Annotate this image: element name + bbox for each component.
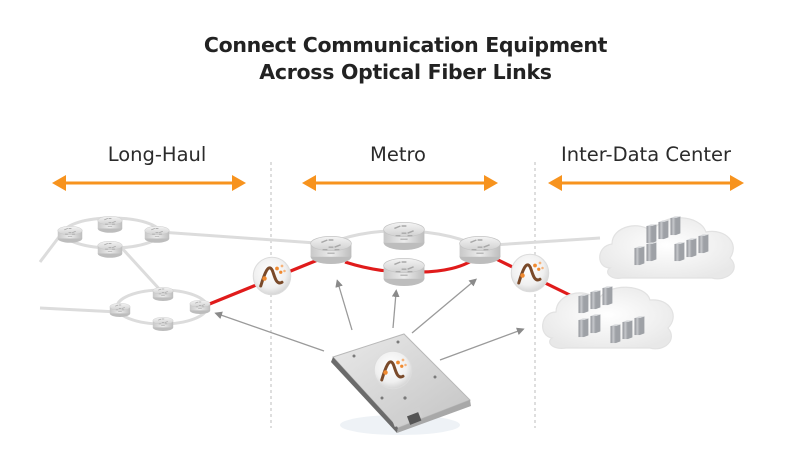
segment-label-inter-data-center: Inter-Data Center	[561, 143, 731, 166]
diagram-title: Connect Communication Equipment Across O…	[0, 32, 811, 86]
server-cloud-icon	[599, 216, 735, 280]
router-icon	[109, 302, 131, 318]
deployment-pointers	[214, 278, 525, 361]
title-line-2: Across Optical Fiber Links	[259, 60, 552, 84]
router-icon	[189, 299, 211, 315]
metro-range-arrow	[302, 175, 498, 191]
inter-data-center-range-arrow	[548, 175, 744, 191]
title-line-1: Connect Communication Equipment	[203, 33, 608, 57]
router-icon	[382, 221, 426, 251]
segment-label-long-haul: Long-Haul	[107, 143, 207, 166]
router-icon	[458, 235, 502, 265]
server-cloud-icon	[542, 286, 674, 350]
router-icon	[57, 225, 83, 244]
router-icon	[309, 235, 353, 265]
router-icon	[152, 316, 174, 332]
router-icon	[152, 286, 174, 302]
router-icon	[97, 215, 123, 234]
optical-module-logo-icon	[509, 252, 551, 294]
long-haul-range-arrow	[52, 175, 246, 191]
router-icon	[97, 240, 123, 259]
router-icon	[382, 257, 426, 287]
line-card-module-icon	[331, 333, 471, 435]
router-icon	[144, 225, 170, 244]
optical-module-logo-icon	[251, 255, 293, 297]
segment-label-metro: Metro	[370, 143, 426, 166]
